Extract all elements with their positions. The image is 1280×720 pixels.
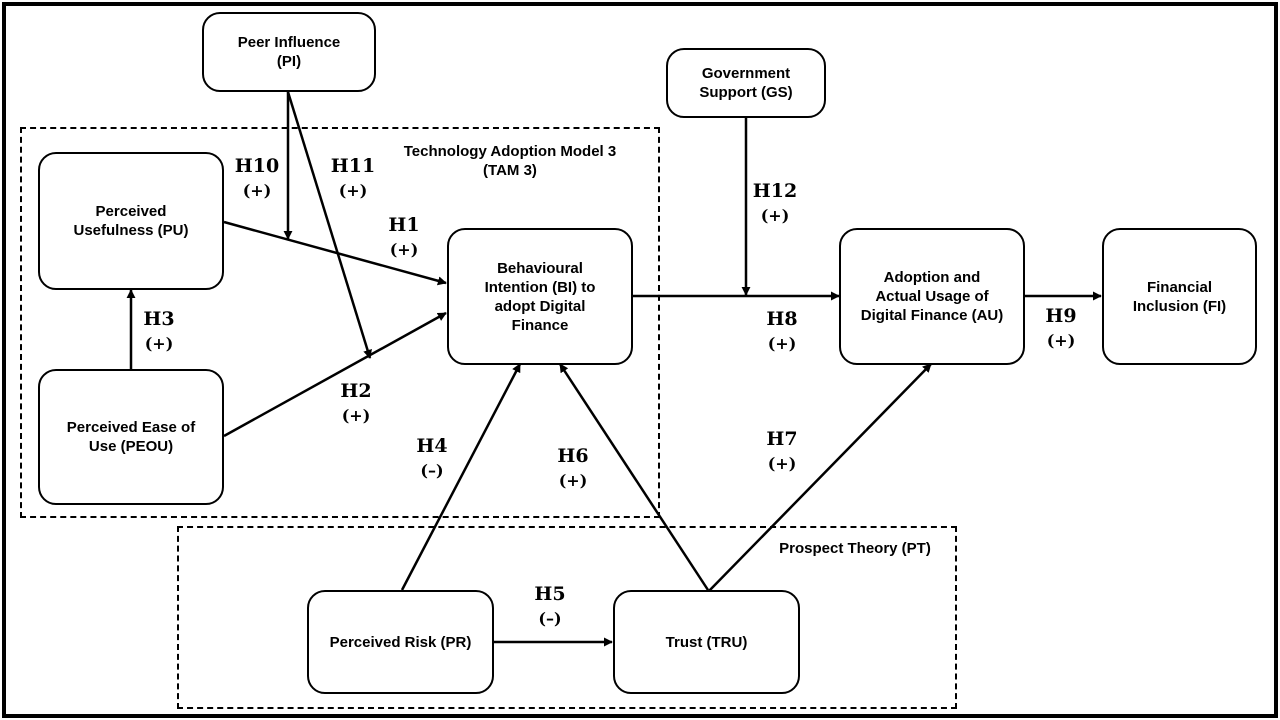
hypothesis-code: H2: [340, 380, 372, 402]
arrow-pi-to-peou-bi-path: [286, 91, 372, 359]
node-government-support: Government Support (GS): [666, 48, 826, 118]
hypothesis-h7: H7 (+): [752, 427, 812, 476]
hypothesis-h4: H4 (–): [402, 434, 462, 483]
node-perceived-ease-of-use: Perceived Ease of Use (PEOU): [38, 369, 224, 505]
hypothesis-sign: (+): [338, 181, 368, 200]
hypothesis-sign: (–): [538, 609, 562, 628]
hypothesis-code: H1: [388, 214, 420, 236]
arrow-pr-to-bi: [400, 363, 522, 591]
prospect-theory-group: [177, 526, 957, 709]
hypothesis-h8: H8 (+): [752, 307, 812, 356]
hypothesis-h12: H12 (+): [745, 179, 805, 228]
prospect-theory-group-label: Prospect Theory (PT): [779, 540, 931, 557]
arrow-tru-to-bi: [558, 363, 710, 591]
arrow-peou-to-bi: [223, 311, 447, 438]
node-peer-influence: Peer Influence (PI): [202, 12, 376, 92]
hypothesis-code: H5: [534, 583, 566, 605]
node-perceived-usefulness: Perceived Usefulness (PU): [38, 152, 224, 290]
hypothesis-code: H8: [766, 308, 798, 330]
hypothesis-sign: (+): [767, 454, 797, 473]
hypothesis-sign: (+): [1046, 331, 1076, 350]
hypothesis-h10: H10 (+): [227, 154, 287, 203]
hypothesis-sign: (+): [760, 206, 790, 225]
hypothesis-h5: H5 (–): [520, 582, 580, 631]
arrow-tru-to-au: [707, 363, 932, 593]
node-adoption-actual-usage: Adoption and Actual Usage of Digital Fin…: [839, 228, 1025, 365]
hypothesis-h2: H2 (+): [326, 379, 386, 428]
hypothesis-h9: H9 (+): [1031, 304, 1091, 353]
hypothesis-h11: H11 (+): [323, 154, 383, 203]
hypothesis-sign: (+): [242, 181, 272, 200]
hypothesis-code: H3: [143, 308, 175, 330]
hypothesis-code: H9: [1045, 305, 1077, 327]
hypothesis-sign: (+): [144, 334, 174, 353]
hypothesis-code: H6: [557, 445, 589, 467]
hypothesis-h3: H3 (+): [129, 307, 189, 356]
node-behavioural-intention: Behavioural Intention (BI) to adopt Digi…: [447, 228, 633, 365]
hypothesis-code: H4: [416, 435, 448, 457]
hypothesis-code: H10: [234, 155, 280, 177]
hypothesis-sign: (–): [420, 461, 444, 480]
hypothesis-h1: H1 (+): [374, 213, 434, 262]
tam3-group: [20, 127, 660, 518]
hypothesis-sign: (+): [389, 240, 419, 259]
hypothesis-code: H7: [766, 428, 798, 450]
hypothesis-h6: H6 (+): [543, 444, 603, 493]
hypothesis-sign: (+): [558, 471, 588, 490]
node-financial-inclusion: Financial Inclusion (FI): [1102, 228, 1257, 365]
node-perceived-risk: Perceived Risk (PR): [307, 590, 494, 694]
hypothesis-code: H12: [752, 180, 798, 202]
node-trust: Trust (TRU): [613, 590, 800, 694]
hypothesis-sign: (+): [341, 406, 371, 425]
hypothesis-sign: (+): [767, 334, 797, 353]
hypothesis-code: H11: [330, 155, 376, 177]
tam3-group-label: Technology Adoption Model 3 (TAM 3): [403, 143, 617, 179]
arrow-pu-to-bi: [223, 220, 447, 286]
